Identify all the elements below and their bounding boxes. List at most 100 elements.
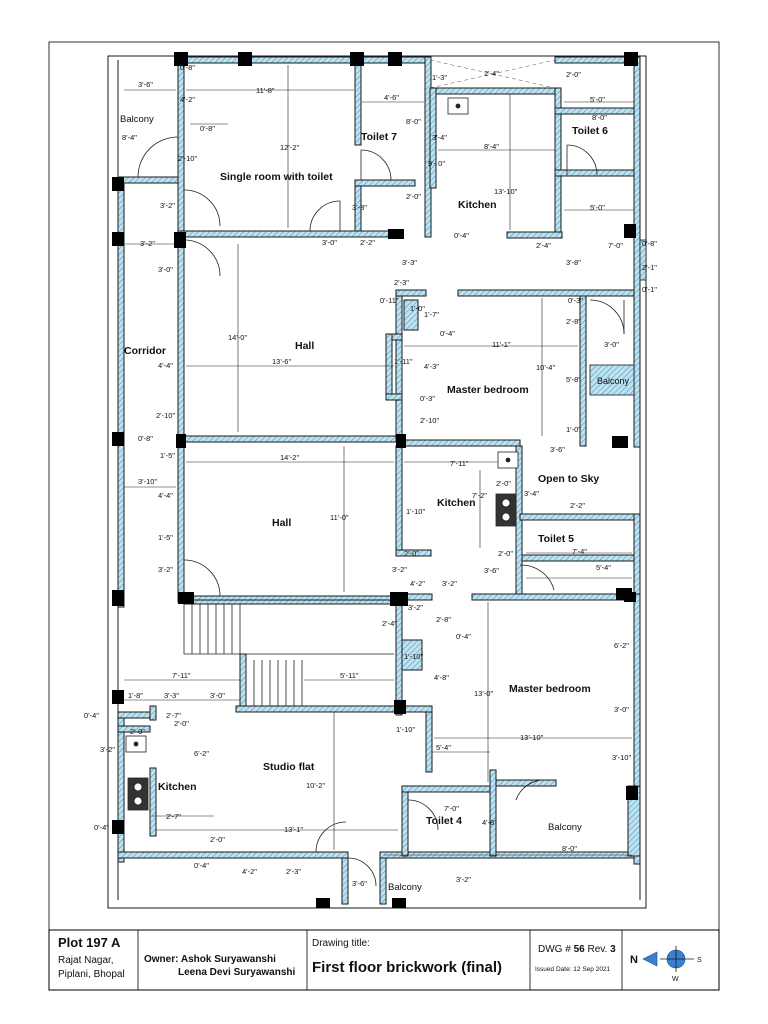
- dim: 3'-2": [140, 239, 155, 248]
- dim: 8'-0": [406, 117, 421, 126]
- dim: 4'-4": [158, 361, 173, 370]
- label-single-room: Single room with toilet: [220, 171, 333, 183]
- dim: 2'-0": [406, 192, 421, 201]
- dim: 3'-3": [164, 691, 179, 700]
- dim: 8'-4": [122, 133, 137, 142]
- dim: 5'-4": [436, 743, 451, 752]
- dim: 0'-4": [456, 632, 471, 641]
- dim: 4'-2": [180, 95, 195, 104]
- dim: 3'-0": [158, 265, 173, 274]
- dim: 7'-11": [172, 671, 191, 680]
- label-balcony-s: Balcony: [388, 882, 422, 893]
- compass-n: N: [630, 954, 638, 966]
- dim: 0'-8": [642, 239, 657, 248]
- label-balcony-e: Balcony: [597, 376, 630, 386]
- dim: 5'-11": [340, 671, 359, 680]
- dim: 0'-4": [440, 329, 455, 338]
- dim: 1'-10": [404, 652, 423, 661]
- dim: 8'-0": [592, 113, 607, 122]
- dim: 13'-1": [284, 825, 303, 834]
- dim: 4'-4": [158, 491, 173, 500]
- dim: 3'-0": [322, 238, 337, 247]
- dim: 1'-8": [128, 691, 143, 700]
- dim: 3'-8": [352, 203, 367, 212]
- compass-icon: N S W: [630, 946, 702, 983]
- dim: 2'-3": [286, 867, 301, 876]
- dim: 0'-8": [138, 434, 153, 443]
- dim: 3'-2": [100, 745, 115, 754]
- label-studio: Studio flat: [263, 761, 315, 773]
- dim: 0'-4": [84, 711, 99, 720]
- dim: 0'-3": [420, 394, 435, 403]
- dim: 2'-0": [210, 835, 225, 844]
- dimension-lines: [124, 65, 634, 856]
- dim: 2'-8": [436, 615, 451, 624]
- columns: [112, 52, 638, 908]
- compass-s: S: [697, 957, 702, 964]
- dim: 1'-10": [396, 725, 415, 734]
- issued-date: Issued Date: 12 Sep 2021: [535, 966, 611, 973]
- dim: 9'- 0": [428, 159, 445, 168]
- dim: 0'-4": [94, 823, 109, 832]
- dim: 3'-6": [484, 566, 499, 575]
- dim: 3'-2": [408, 603, 423, 612]
- dim: 8'-0": [562, 844, 577, 853]
- dim: 2'-10": [178, 154, 197, 163]
- dim: 5'-0": [590, 203, 605, 212]
- room-labels: Balcony Single room with toilet Toilet 7…: [120, 114, 630, 893]
- owner-line1: Owner: Ashok Suryawanshi: [144, 954, 276, 965]
- dim: 2'-1": [642, 263, 657, 272]
- balcony-hatches: [589, 239, 647, 396]
- dim: 2'-0": [404, 549, 419, 558]
- dim: 4'-8": [482, 818, 497, 827]
- dim: 3'-6": [550, 445, 565, 454]
- dim: 3'-4": [432, 133, 447, 142]
- dim: 2'-7": [166, 812, 181, 821]
- dim: 0'-4": [454, 231, 469, 240]
- title-block: Plot 197 A Rajat Nagar, Piplani, Bhopal …: [48, 929, 720, 991]
- dim: 14'-0": [228, 333, 247, 342]
- dim: 13'-10": [494, 187, 518, 196]
- dim: 2'-2": [570, 501, 585, 510]
- label-kitchen-top: Kitchen: [458, 199, 497, 211]
- label-master-lower: Master bedroom: [509, 683, 591, 695]
- dim: 5'-8": [566, 375, 581, 384]
- dim: 6'-2": [194, 749, 209, 758]
- dim: 3'-8": [566, 258, 581, 267]
- staircase: [183, 604, 394, 706]
- dwg-prefix: DWG #: [538, 944, 574, 955]
- label-corridor: Corridor: [124, 345, 166, 357]
- dwg-number-line: DWG # 56 Rev. 3: [538, 944, 616, 955]
- dim: 3'-4": [524, 489, 539, 498]
- dim: 3'-0": [614, 705, 629, 714]
- dim: 11'-1": [492, 340, 511, 349]
- dim: 13'-10": [520, 733, 544, 742]
- dim: 2'-4": [536, 241, 551, 250]
- dim: 4'-3": [424, 362, 439, 371]
- dim: 5'-4": [596, 563, 611, 572]
- dim: 1'-10": [406, 507, 425, 516]
- dim: 10'-4": [536, 363, 555, 372]
- dim: 0'-8": [200, 124, 215, 133]
- dim: 7'-0": [608, 241, 623, 250]
- dim: 14'-2": [280, 453, 299, 462]
- label-open-to-sky: Open to Sky: [538, 473, 599, 485]
- dim: 3'-2": [160, 201, 175, 210]
- dim: 12'-2": [280, 143, 299, 152]
- dim: 7'-4": [572, 547, 587, 556]
- dim: 7'-2": [472, 491, 487, 500]
- label-toilet4: Toilet 4: [426, 815, 462, 827]
- dim: 0'-4": [194, 861, 209, 870]
- dim: 3'-10": [612, 753, 631, 762]
- dim: 6'-2": [614, 641, 629, 650]
- address-line1: Rajat Nagar,: [58, 955, 114, 966]
- dim: 1'-5": [158, 533, 173, 542]
- dim: 2'-0": [566, 70, 581, 79]
- dim: 7'-0": [444, 804, 459, 813]
- dim: 4'-6": [384, 93, 399, 102]
- dim: 10'-2": [306, 781, 325, 790]
- dim: 11'-8": [256, 86, 275, 95]
- rev-label: Rev.: [585, 944, 610, 955]
- dim: 3'-6": [138, 80, 153, 89]
- dim: 3'-2": [442, 579, 457, 588]
